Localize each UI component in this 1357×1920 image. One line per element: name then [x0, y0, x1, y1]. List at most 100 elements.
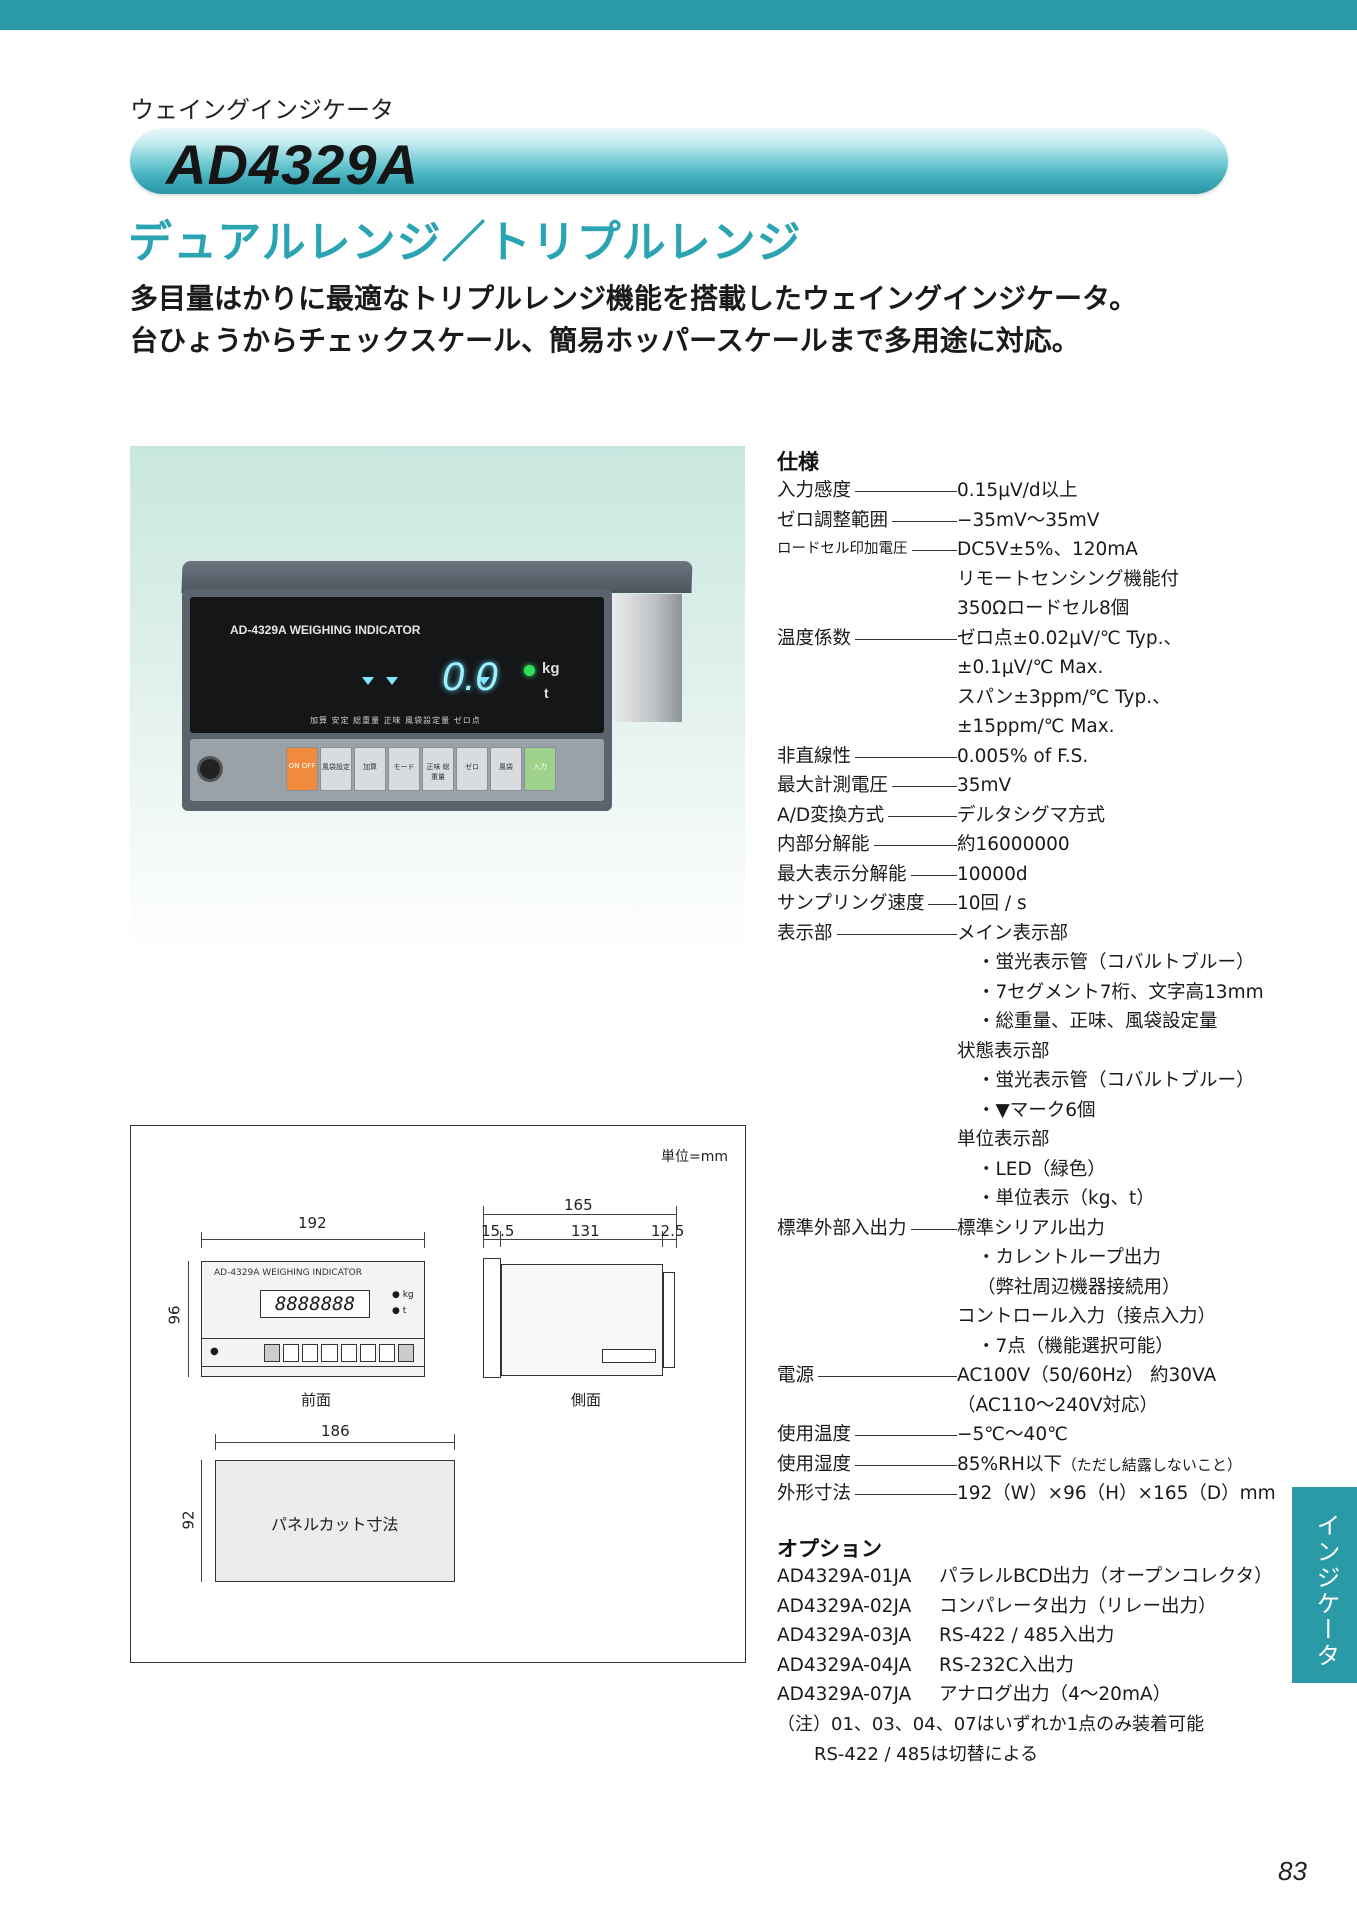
- spec-value: ・LED（緑色）: [977, 1155, 1106, 1185]
- spec-value: ・カレントループ出力: [977, 1243, 1161, 1273]
- spec-row: ±15ppm/℃ Max.: [777, 712, 1297, 742]
- spec-row: サンプリング速度 10回 / s: [777, 889, 1297, 919]
- dimension-line: [201, 1239, 425, 1240]
- spec-value: （AC110〜240V対応）: [957, 1391, 1158, 1421]
- cut-height-label: 92: [179, 1510, 198, 1530]
- device-button: 風袋: [490, 747, 522, 791]
- spec-label: 非直線性: [777, 741, 856, 771]
- dimension-line: [424, 1232, 425, 1248]
- spec-value: リモートセンシング機能付: [957, 565, 1179, 595]
- leader-line: [777, 491, 957, 492]
- spec-row: 状態表示部: [777, 1037, 1297, 1067]
- spec-value: 350Ωロードセル8個: [957, 594, 1129, 624]
- spec-value-text: DC5V±5%、120mA: [957, 539, 1138, 560]
- model-name: AD4329A: [166, 133, 419, 196]
- spec-value: ・蛍光表示管（コバルトブルー）: [977, 1066, 1255, 1096]
- leader-line: [777, 1494, 957, 1495]
- front-device-label: AD-4329A WEIGHING INDICATOR: [214, 1268, 363, 1278]
- spec-label: ロードセル印加電圧: [777, 535, 912, 565]
- spec-row: ロードセル印加電圧 DC5V±5%、120mA: [777, 535, 1297, 565]
- spec-value: （弊社周辺機器接続用）: [977, 1273, 1181, 1303]
- front-keypad: [264, 1344, 414, 1364]
- spec-label: サンプリング速度: [777, 889, 929, 919]
- front-divider: [202, 1366, 424, 1367]
- side-rear: [663, 1272, 675, 1368]
- page-number: 83: [1278, 1856, 1307, 1886]
- side-label-plate: [602, 1349, 656, 1363]
- device-keypad: ON OFF 風袋設定 加算 モード 正味 総重量 ゼロ 風袋 入力: [190, 739, 604, 801]
- spec-value: ±0.1μV/℃ Max.: [957, 653, 1103, 683]
- spec-row: 使用温度−5℃〜40℃: [777, 1420, 1297, 1450]
- front-kg: ● kg: [392, 1290, 414, 1300]
- spec-value: ・単位表示（kg、t）: [977, 1184, 1155, 1214]
- spec-value: 標準シリアル出力: [957, 1214, 1105, 1244]
- options-heading: オプション: [777, 1537, 882, 1561]
- lead-text: 多目量はかりに最適なトリプルレンジ機能を搭載したウェイングインジケータ。 台ひょ…: [130, 278, 1137, 362]
- status-triangle-icon: [362, 677, 374, 685]
- side-view: [501, 1264, 663, 1376]
- front-kg-text: kg: [402, 1290, 414, 1300]
- spec-label: 標準外部入出力: [777, 1213, 911, 1243]
- spec-value-text: 10回 / s: [957, 893, 1027, 914]
- connector-icon: [200, 759, 220, 779]
- option-code: AD4329A-03JA: [777, 1625, 912, 1646]
- options-notes: （注）01、03、04、07はいずれか1点のみ装着可能 RS-422 / 485…: [777, 1710, 1204, 1769]
- spec-value: デルタシグマ方式: [957, 801, 1105, 831]
- unit-kg: kg: [542, 660, 560, 677]
- status-triangle-icon: [386, 677, 398, 685]
- cut-width-label: 186: [321, 1422, 350, 1440]
- spec-row: コントロール入力（接点入力）: [777, 1302, 1297, 1332]
- led-indicator-icon: [524, 665, 535, 676]
- spec-value-text: ・単位表示（kg、t）: [977, 1188, 1155, 1209]
- spec-value: ・蛍光表示管（コバルトブルー）: [977, 948, 1255, 978]
- spec-row: ・カレントループ出力: [777, 1243, 1297, 1273]
- title-banner: AD4329A: [130, 128, 1228, 196]
- status-labels: 加算 安定 総重量 正味 風袋設定量 ゼロ点: [310, 716, 481, 725]
- spec-row: A/D変換方式デルタシグマ方式: [777, 800, 1297, 831]
- spec-row: 表示部メイン表示部: [777, 918, 1297, 948]
- spec-value: −5℃〜40℃: [957, 1420, 1068, 1450]
- front-key: [302, 1344, 319, 1362]
- front-caption: 前面: [301, 1391, 332, 1409]
- spec-row: ・LED（緑色）: [777, 1155, 1297, 1185]
- options-note-1: （注）01、03、04、07はいずれか1点のみ装着可能: [777, 1714, 1205, 1735]
- leader-line: [777, 933, 957, 935]
- spec-value: 10回 / s: [957, 889, 1027, 919]
- spec-value: ゼロ点±0.02μV/℃ Typ.、: [957, 624, 1182, 654]
- headline: デュアルレンジ／トリプルレンジ: [128, 217, 802, 268]
- spec-value-text: リモートセンシング機能付: [957, 568, 1180, 590]
- leader-line: [777, 1435, 957, 1436]
- spec-value-text: −5℃〜40℃: [957, 1424, 1068, 1445]
- spec-row: 350Ωロードセル8個: [777, 594, 1297, 624]
- side-c-label: 12.5: [651, 1222, 685, 1240]
- status-triangle-icon: [478, 677, 490, 685]
- device-side: [612, 594, 682, 722]
- product-photo: AD-4329A WEIGHING INDICATOR 0.0 kg t 加算 …: [130, 446, 745, 951]
- front-t-text: t: [402, 1306, 407, 1316]
- spec-row: （AC110〜240V対応）: [777, 1391, 1297, 1421]
- option-code: AD4329A-07JA: [777, 1684, 912, 1705]
- option-code: AD4329A-04JA: [777, 1654, 912, 1676]
- lead-line-2: 台ひょうからチェックスケール、簡易ホッパースケールまで多用途に対応。: [130, 324, 1080, 357]
- spec-value-text: （AC110〜240V対応）: [957, 1394, 1159, 1416]
- spec-value-text: ・▼マーク6個: [977, 1099, 1096, 1121]
- spec-value: ・総重量、正味、風袋設定量: [977, 1007, 1218, 1037]
- dimension-line: [188, 1261, 189, 1377]
- spec-value: 0.15μV/d以上: [957, 476, 1078, 506]
- device-label: AD-4329A WEIGHING INDICATOR: [230, 623, 421, 637]
- leader-line: [777, 638, 957, 640]
- spec-note: （ただし結露しないこと）: [1061, 1455, 1242, 1474]
- leader-line: [777, 1464, 957, 1466]
- front-key: [378, 1344, 395, 1362]
- top-accent-bar: [0, 0, 1357, 30]
- device-button: 正味 総重量: [422, 747, 454, 791]
- spec-value: DC5V±5%、120mA: [957, 535, 1138, 565]
- spec-row: ・7点（機能選択可能）: [777, 1332, 1297, 1362]
- front-key: [321, 1344, 338, 1362]
- spec-value-text: 35mV: [957, 775, 1012, 796]
- spec-row: ・7セグメント7桁、文字高13mm: [777, 978, 1297, 1008]
